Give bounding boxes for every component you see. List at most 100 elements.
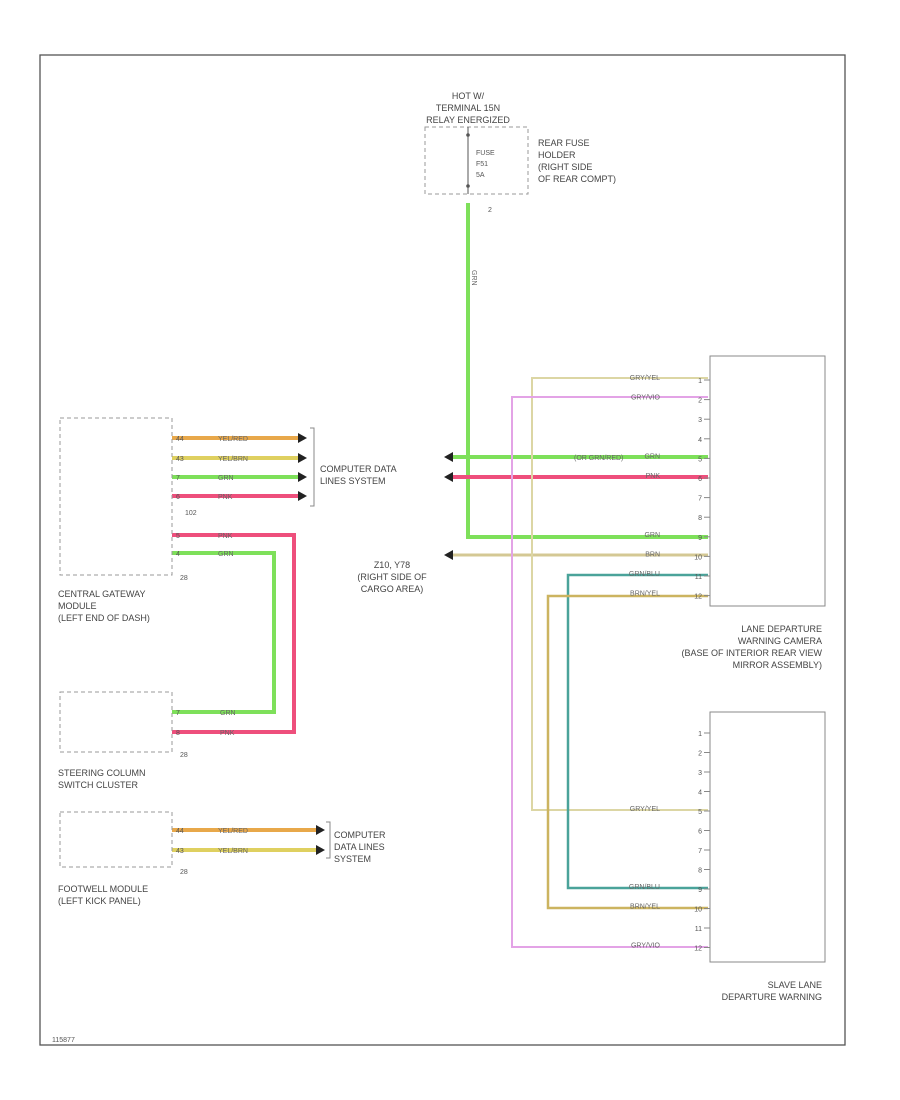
camera-wire-9: GRN xyxy=(644,532,660,539)
slave-pin-8: 8 xyxy=(698,868,702,875)
power-label-3: RELAY ENERGIZED xyxy=(426,115,510,125)
fuse-bottom-node xyxy=(466,184,470,188)
camera-pin-8: 8 xyxy=(698,515,702,522)
camera-label-4: MIRROR ASSEMBLY) xyxy=(733,660,822,670)
fwm-wire-0: YEL/RED xyxy=(218,828,248,835)
fuse-pin-label: 2 xyxy=(488,207,492,214)
cgm-label-3: (LEFT END OF DASH) xyxy=(58,613,150,623)
camera-label-1: LANE DEPARTURE xyxy=(741,624,822,634)
scs-pin-1: 8 xyxy=(176,730,180,737)
wire-cgm-scs-grn xyxy=(172,551,276,714)
fwm-label-1: FOOTWELL MODULE xyxy=(58,884,148,894)
scs-wire-1: PNK xyxy=(220,730,235,737)
diagram-frame xyxy=(39,54,846,1046)
camera-box xyxy=(709,355,826,607)
slave-label-2: DEPARTURE WARNING xyxy=(722,992,822,1002)
fuse-label-2: F51 xyxy=(476,161,488,168)
arrow-fwm-2 xyxy=(316,845,325,855)
fuse-holder-label-2: HOLDER xyxy=(538,150,576,160)
camera-pin-3: 3 xyxy=(698,417,702,424)
arrow-fwm-1 xyxy=(316,825,325,835)
fuse-holder-label-3: (RIGHT SIDE xyxy=(538,162,592,172)
cgm-wire-1: YEL/BRN xyxy=(218,456,248,463)
cdls1-label-2: LINES SYSTEM xyxy=(320,476,386,486)
cgm-label-1: CENTRAL GATEWAY xyxy=(58,589,146,599)
camera-label-2: WARNING CAMERA xyxy=(738,636,822,646)
cdls2-label-3: SYSTEM xyxy=(334,854,371,864)
camera-extra-wire-label: (OR GRN/RED) xyxy=(574,455,623,462)
scs-connector: 28 xyxy=(180,752,188,759)
power-label-2: TERMINAL 15N xyxy=(436,103,500,113)
fwm-pin-1: 43 xyxy=(176,848,184,855)
fuse-label-1: FUSE xyxy=(476,150,495,157)
lane-departure-camera: 1GRY/YEL2GRY/VIO345GRN6PNK789GRN10BRN11G… xyxy=(574,355,826,670)
cgm-wire-5: GRN xyxy=(218,551,234,558)
fwm-box xyxy=(59,811,173,868)
wires xyxy=(172,203,708,948)
camera-wire-10: BRN xyxy=(645,551,660,558)
fuse-label-3: 5A xyxy=(476,172,485,179)
cdls1-label-1: COMPUTER DATA xyxy=(320,464,397,474)
slave-pin-6: 6 xyxy=(698,829,702,836)
camera-wire-1: GRY/YEL xyxy=(630,375,660,382)
slave-pin-11: 11 xyxy=(695,926,702,933)
fwm-label-2: (LEFT KICK PANEL) xyxy=(58,896,141,906)
arrow-cdls-pink xyxy=(444,472,453,482)
cgm-wire-4: PNK xyxy=(218,533,233,540)
cdls2-bracket xyxy=(326,821,331,859)
slave-pin-labels: 12345GRY/YEL6789GRN/BLU10BRN/YEL1112GRY/… xyxy=(629,731,710,953)
slave-label-1: SLAVE LANE xyxy=(768,980,822,990)
slave-pin-5: 5 xyxy=(698,809,702,816)
fwm-wire-1: YEL/BRN xyxy=(218,848,248,855)
scs-box xyxy=(59,691,173,753)
camera-pin-11: 11 xyxy=(695,574,702,581)
camera-pin-4: 4 xyxy=(698,437,702,444)
slave-wire-5: GRY/YEL xyxy=(630,806,660,813)
fuse-top-node xyxy=(466,133,470,137)
arrow-cgm-2 xyxy=(298,453,307,463)
power-source: HOT W/ TERMINAL 15N RELAY ENERGIZED FUSE… xyxy=(424,91,616,286)
wire-green-main xyxy=(466,203,708,539)
camera-pin-5: 5 xyxy=(698,456,702,463)
wire-gry-vio xyxy=(511,396,708,948)
cdls2-label-2: DATA LINES xyxy=(334,842,385,852)
ground-label-1: Z10, Y78 xyxy=(374,560,410,570)
camera-pin-2: 2 xyxy=(698,398,702,405)
slave-pin-3: 3 xyxy=(698,770,702,777)
scs-label-1: STEERING COLUMN xyxy=(58,768,146,778)
camera-pin-6: 6 xyxy=(698,476,702,483)
scs-pin-0: 7 xyxy=(176,710,180,717)
slave-wire-10: BRN/YEL xyxy=(630,904,660,911)
slave-wire-9: GRN/BLU xyxy=(629,884,660,891)
camera-wire-11: GRN/BLU xyxy=(629,571,660,578)
ground-label-3: CARGO AREA) xyxy=(361,584,424,594)
cgm-pin-4: 5 xyxy=(176,533,180,540)
fuse-holder-label-1: REAR FUSE xyxy=(538,138,590,148)
cgm-pin-5: 4 xyxy=(176,551,180,558)
camera-pin-12: 12 xyxy=(694,594,702,601)
arrow-cgm-4 xyxy=(298,491,307,501)
cgm-wire-2: GRN xyxy=(218,475,234,482)
wire-gry-yel xyxy=(531,377,708,811)
slave-pin-7: 7 xyxy=(698,848,702,855)
camera-pin-labels: 1GRY/YEL2GRY/VIO345GRN6PNK789GRN10BRN11G… xyxy=(629,375,710,601)
slave-pin-9: 9 xyxy=(698,887,702,894)
cgm-pin-0: 44 xyxy=(176,436,184,443)
fuse-holder-label-4: OF REAR COMPT) xyxy=(538,174,616,184)
cgm-label-2: MODULE xyxy=(58,601,97,611)
camera-wire-5: GRN xyxy=(644,453,660,460)
wire-grn-blu xyxy=(566,573,708,890)
slave-pin-4: 4 xyxy=(698,790,702,797)
fuse-holder-box xyxy=(424,126,529,195)
slave-lane-departure-warning: 12345GRY/YEL6789GRN/BLU10BRN/YEL1112GRY/… xyxy=(629,711,826,1002)
slave-pin-12: 12 xyxy=(694,946,702,953)
cgm-wire-0: YEL/RED xyxy=(218,436,248,443)
arrow-cgm-3 xyxy=(298,472,307,482)
power-wire-label: GRN xyxy=(470,270,477,286)
camera-pin-10: 10 xyxy=(694,554,702,561)
